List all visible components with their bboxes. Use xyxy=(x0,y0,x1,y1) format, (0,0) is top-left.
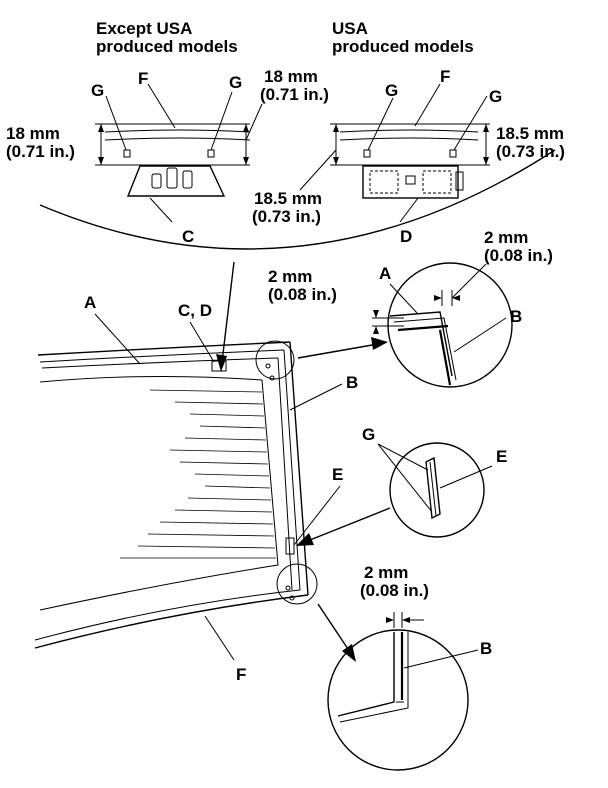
g-tab-left-1 xyxy=(123,149,131,158)
clip-c xyxy=(126,165,226,197)
zoom-marker-corner xyxy=(255,340,295,380)
label-cd-main: C, D xyxy=(178,301,212,320)
dim-right-bottom: 18.5 mm (0.73 in.) xyxy=(252,189,327,226)
heading-except-usa: Except USA produced models xyxy=(96,19,238,56)
zoom-marker-bottom xyxy=(276,563,318,605)
clip-d xyxy=(362,165,459,199)
label-a-main: A xyxy=(84,293,96,312)
label-b-zoom-corner: B xyxy=(510,307,522,326)
label-g-left-1: G xyxy=(91,81,104,100)
label-g-left-2: G xyxy=(229,73,242,92)
heading-usa: USA produced models xyxy=(332,19,474,56)
zoom-clip: G E xyxy=(296,425,507,546)
glass-shading xyxy=(120,389,276,559)
label-e-main: E xyxy=(332,465,343,484)
windshield: A C, D B E F xyxy=(34,293,358,684)
dim-left-top: 18 mm (0.71 in.) xyxy=(260,67,329,104)
callout-pointer xyxy=(221,261,235,363)
zoom-bottom: B 2 mm (0.08 in.) xyxy=(317,563,492,771)
dim-zoom-corner-right: 2 mm (0.08 in.) xyxy=(484,228,553,265)
label-f-right: F xyxy=(440,67,450,86)
label-f-main: F xyxy=(236,665,246,684)
label-f-left: F xyxy=(138,69,148,88)
top-callout: Except USA produced models USA produced … xyxy=(6,19,569,372)
clip-cd-marker xyxy=(211,360,227,372)
g-tab-right-2 xyxy=(449,149,457,158)
label-b-main: B xyxy=(346,373,358,392)
left-section: F G G C 18 mm (0.71 in.) 18 mm (0.71 in.… xyxy=(6,67,329,246)
label-a-zoom: A xyxy=(379,264,391,283)
dim-zoom-bottom: 2 mm (0.08 in.) xyxy=(360,563,429,600)
label-b-zoom-bottom: B xyxy=(480,639,492,658)
g-tab-right-1 xyxy=(363,149,371,158)
dim-right-side: 18.5 mm (0.73 in.) xyxy=(496,124,569,161)
label-g-right-2: G xyxy=(489,87,502,106)
right-section: F G G D 18.5 mm (0.73 in.) 18.5 mm (0.73… xyxy=(252,67,569,246)
zoom-corner: A B 2 mm (0.08 in.) 2 mm (0.08 in.) xyxy=(268,228,553,388)
label-c: C xyxy=(182,227,194,246)
dim-left-side: 18 mm (0.71 in.) xyxy=(6,124,75,161)
label-e-zoom: E xyxy=(496,447,507,466)
g-tab-left-2 xyxy=(207,149,215,158)
callout-arc xyxy=(39,149,556,250)
dim-zoom-corner-left: 2 mm (0.08 in.) xyxy=(268,267,337,304)
label-d: D xyxy=(400,227,412,246)
clip-e-marker xyxy=(285,537,295,555)
label-g-zoom: G xyxy=(362,425,375,444)
label-g-right-1: G xyxy=(385,81,398,100)
